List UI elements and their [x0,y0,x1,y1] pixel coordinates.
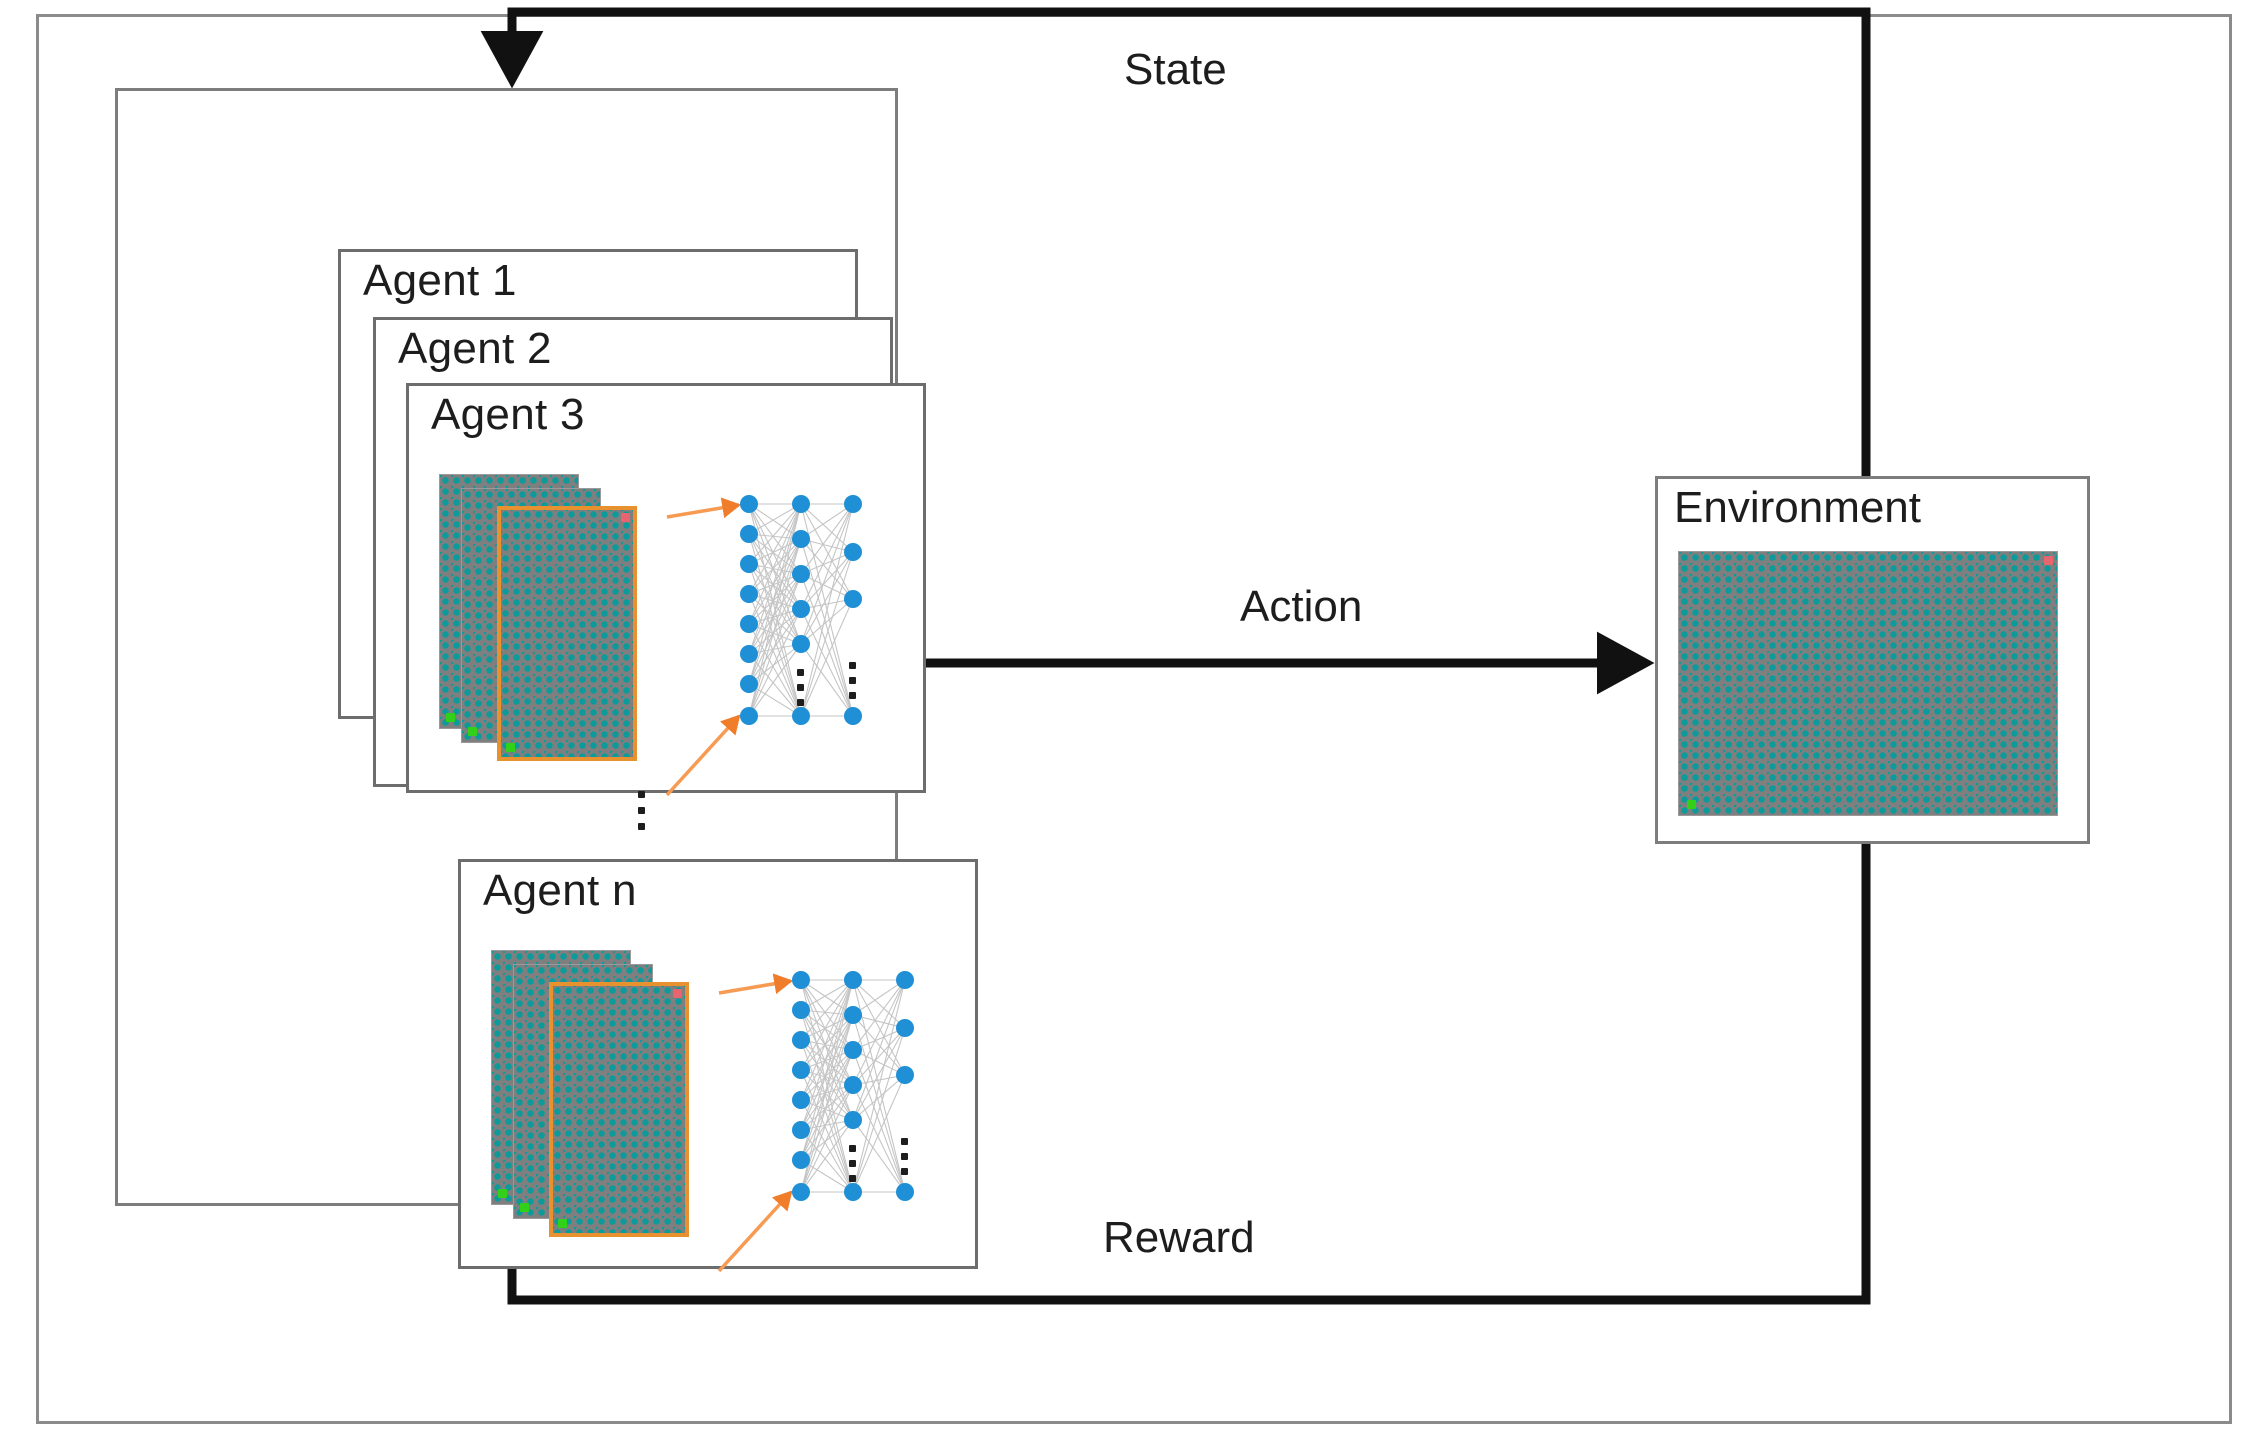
edge-label-reward: Reward [1103,1213,1255,1262]
goal-marker [446,713,455,722]
nn-edges-hidden-output [800,503,854,717]
agent-n-neural-network [791,970,916,1202]
goal-marker [520,1203,529,1212]
start-marker [673,989,682,998]
agents-container: Agent 1 Agent 2 Agent 3 [115,88,978,1273]
agent-3-title: Agent 3 [431,390,585,439]
agent-2-title: Agent 2 [398,324,552,373]
goal-marker [506,743,515,752]
environment-box[interactable]: Environment [1655,476,2090,844]
agent-n-state-stack [491,950,731,1237]
nn-nodes-output [844,495,862,725]
agent-card-n[interactable]: Agent n [458,859,978,1273]
edge-label-state: State [1124,45,1227,94]
state-frame-front-highlighted [549,982,689,1237]
state-frame-front-highlighted [497,506,637,761]
agent-n-title: Agent n [483,866,637,915]
nn-nodes-hidden [844,971,862,1201]
nn-nodes-input [740,495,758,725]
goal-marker [468,727,477,736]
goal-marker [558,1219,567,1228]
start-marker [2044,556,2053,565]
nn-nodes-hidden [792,495,810,725]
goal-marker [498,1189,507,1198]
nn-edges-input-hidden [800,979,854,1193]
goal-marker [1687,800,1696,809]
agent-card-3[interactable]: Agent 3 [406,383,926,797]
nn-edges-input-hidden [748,503,802,717]
environment-grid [1678,551,2058,816]
agents-vertical-ellipsis [638,791,645,830]
nn-nodes-output [896,971,914,1201]
environment-title: Environment [1674,483,1922,532]
nn-edges-hidden-output [852,979,906,1193]
agent-1-title: Agent 1 [363,256,517,305]
nn-output-ellipsis [901,1138,908,1175]
nn-hidden-ellipsis [797,669,804,706]
agent-3-state-stack [439,474,679,761]
start-marker [621,513,630,522]
agent-3-neural-network [739,494,864,726]
nn-nodes-input [792,971,810,1201]
nn-output-ellipsis [849,662,856,699]
edge-label-action: Action [1240,582,1363,631]
nn-hidden-ellipsis [849,1145,856,1182]
state-arrow [480,7,1871,476]
